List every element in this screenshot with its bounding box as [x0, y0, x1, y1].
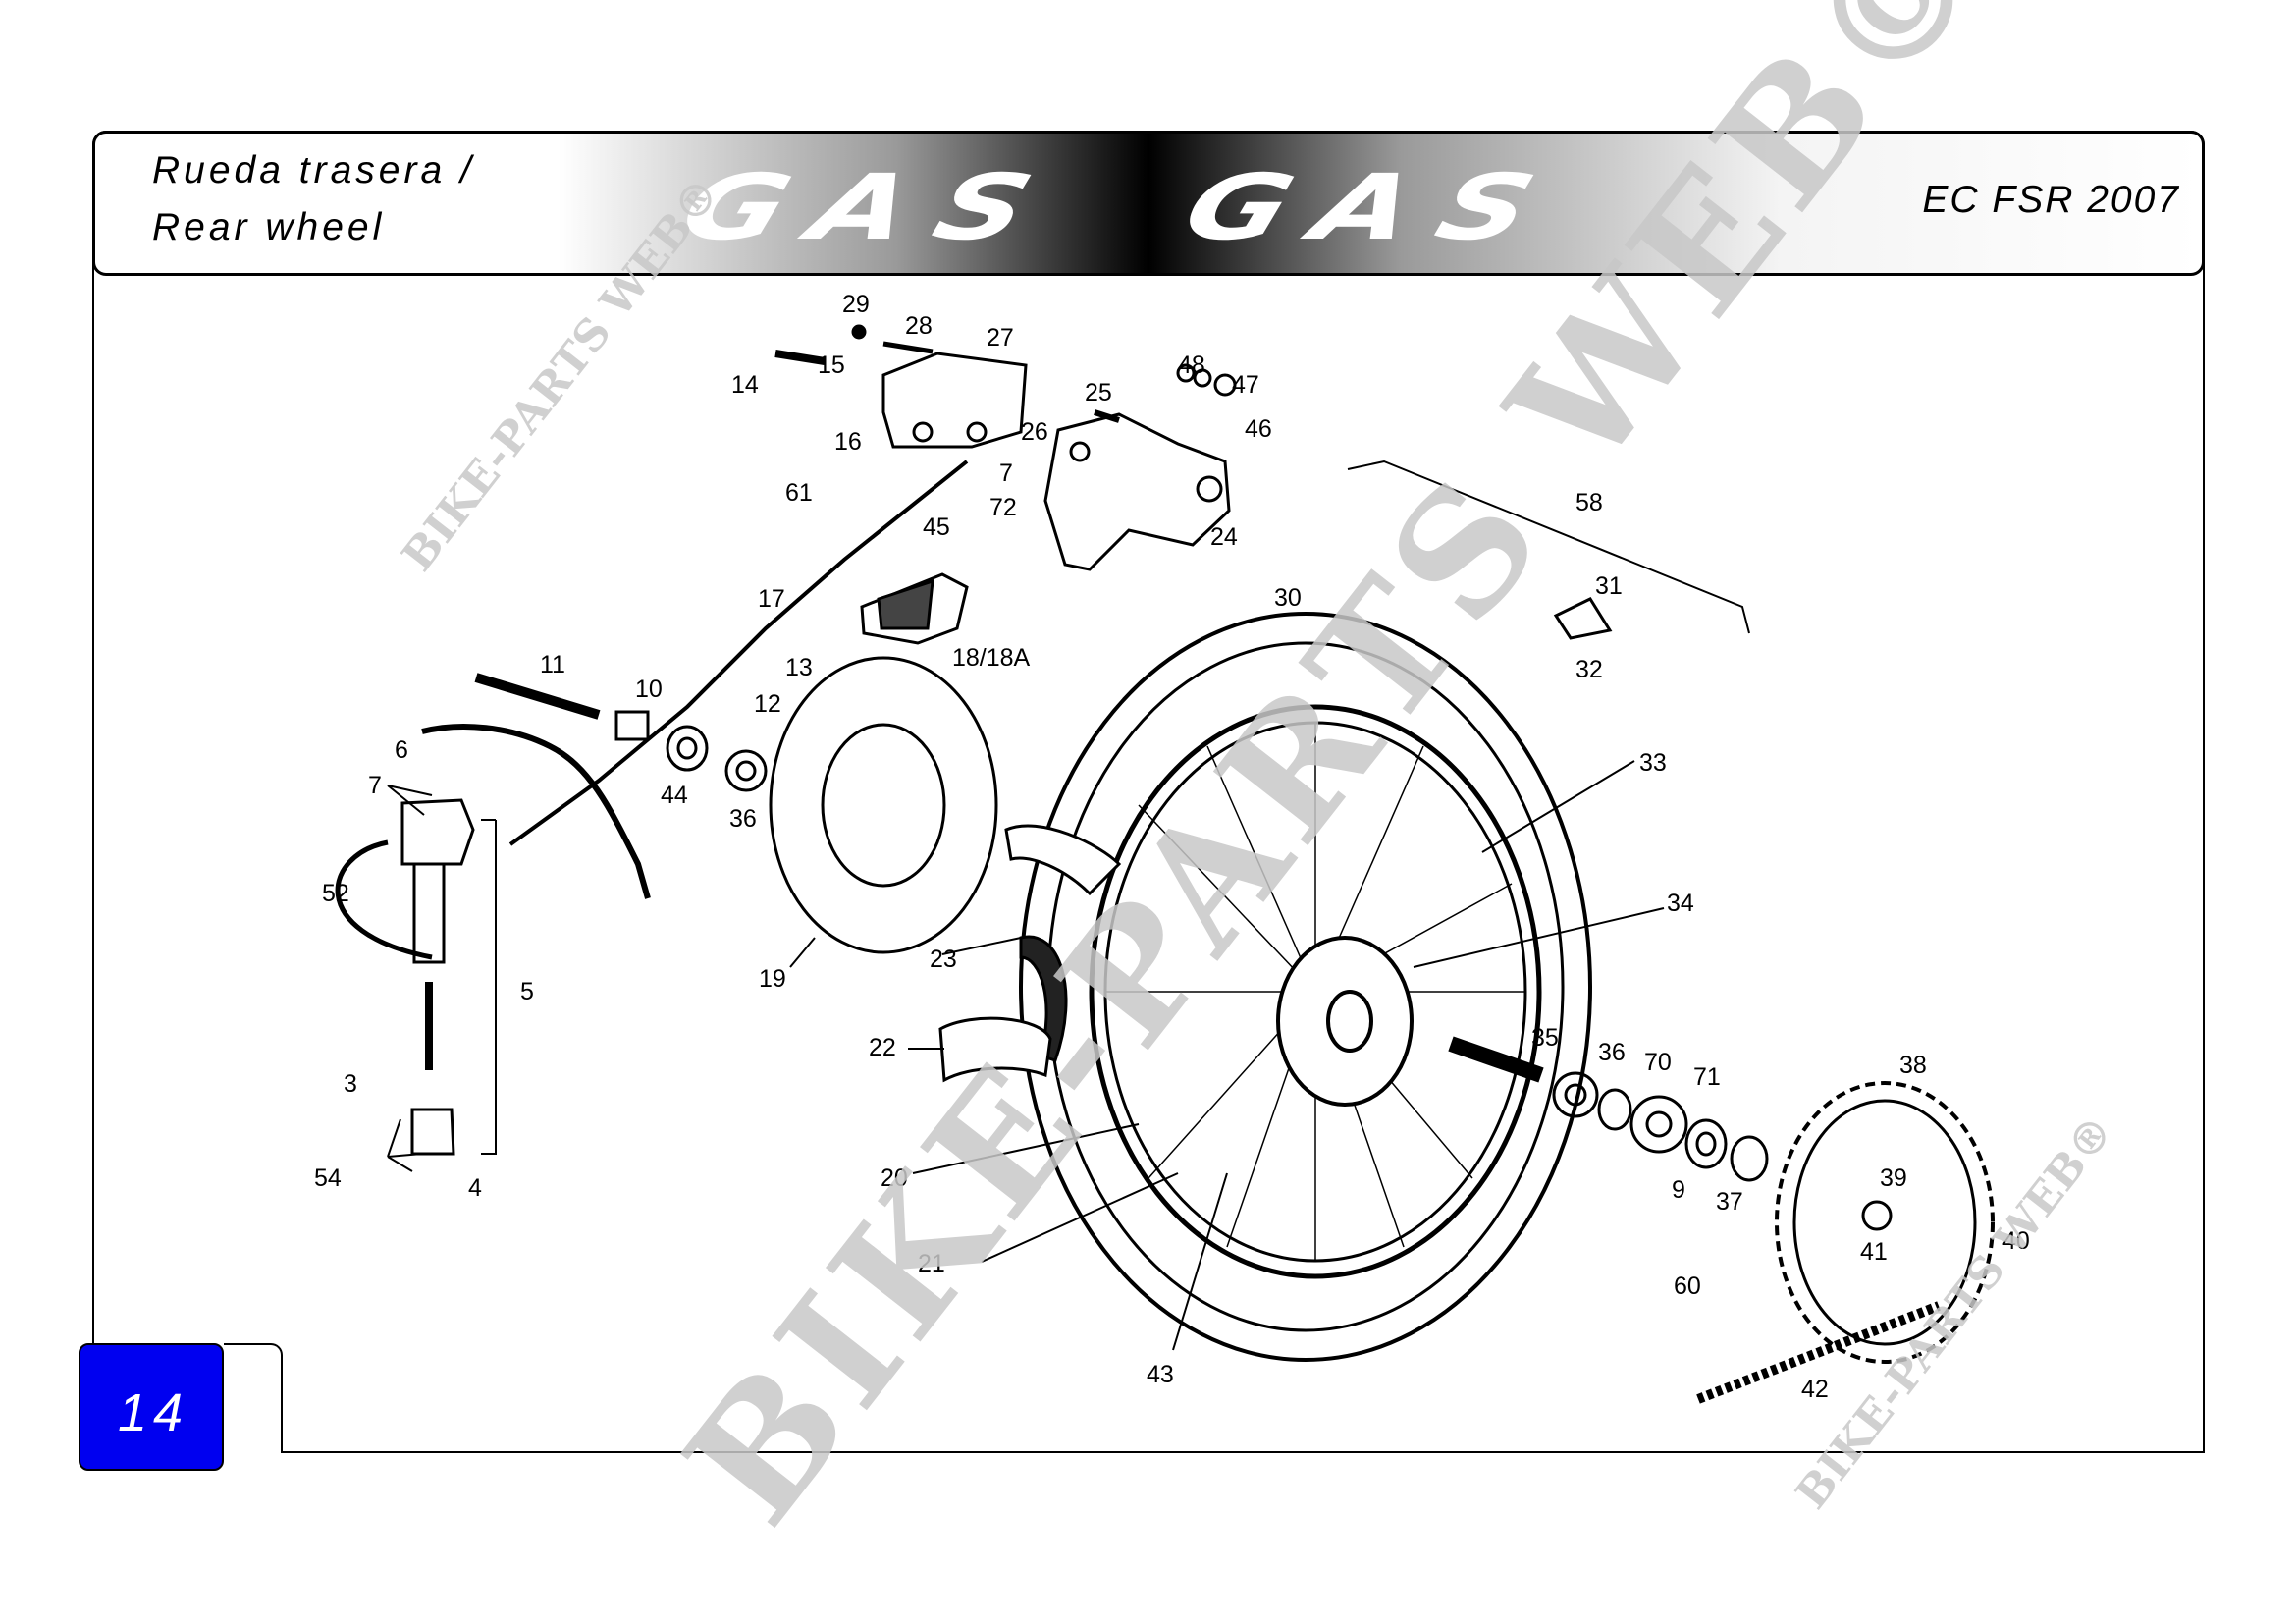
label-46: 46 — [1245, 415, 1272, 443]
label-48: 48 — [1178, 352, 1205, 379]
label-60: 60 — [1674, 1272, 1701, 1300]
part-numbers: 29 28 27 15 14 16 26 25 48 47 46 7 72 61… — [314, 291, 2030, 1403]
label-13: 13 — [785, 654, 813, 681]
label-18: 18/18A — [952, 644, 1031, 672]
label-36b: 36 — [1598, 1039, 1626, 1066]
label-7a: 7 — [999, 460, 1013, 487]
page-tab-notch — [224, 1343, 283, 1453]
label-72: 72 — [989, 494, 1017, 521]
label-42: 42 — [1801, 1376, 1829, 1403]
label-31: 31 — [1595, 572, 1623, 600]
label-7b: 7 — [368, 772, 382, 799]
header-bar: Rueda trasera / Rear wheel GAS GAS EC FS… — [92, 131, 2205, 276]
rim-tape — [938, 1016, 1052, 1083]
label-37: 37 — [1716, 1188, 1743, 1216]
label-6: 6 — [395, 736, 408, 764]
label-26: 26 — [1021, 418, 1048, 446]
label-33: 33 — [1639, 749, 1667, 777]
label-71: 71 — [1693, 1063, 1721, 1091]
label-4: 4 — [468, 1174, 482, 1202]
label-40: 40 — [2002, 1227, 2030, 1255]
caliper-bracket — [1043, 412, 1231, 571]
label-3: 3 — [344, 1070, 357, 1098]
label-10: 10 — [635, 676, 663, 703]
label-27: 27 — [987, 324, 1014, 352]
label-54: 54 — [314, 1164, 342, 1192]
label-36a: 36 — [729, 805, 757, 833]
page-number: 14 — [118, 1383, 189, 1442]
master-cylinder — [400, 798, 475, 866]
label-41: 41 — [1860, 1238, 1888, 1266]
label-12: 12 — [754, 690, 781, 718]
label-16: 16 — [834, 428, 862, 456]
label-14: 14 — [731, 371, 759, 399]
label-35: 35 — [1531, 1024, 1559, 1052]
tyre — [1019, 612, 1592, 1362]
label-39: 39 — [1880, 1164, 1907, 1192]
label-24: 24 — [1210, 523, 1238, 551]
brake-disc — [769, 656, 998, 954]
title-spanish: Rueda trasera / — [152, 149, 475, 191]
rim — [1089, 704, 1542, 1279]
label-11: 11 — [540, 651, 565, 678]
inner-tube — [1004, 824, 1122, 896]
label-28: 28 — [905, 312, 933, 340]
label-20: 20 — [881, 1164, 908, 1192]
axle — [474, 673, 601, 720]
leader-lines — [387, 760, 1665, 1351]
label-5: 5 — [520, 978, 534, 1005]
model-name: EC FSR 2007 — [1922, 179, 2180, 221]
label-32: 32 — [1575, 656, 1603, 683]
label-43: 43 — [1147, 1361, 1174, 1388]
part-drawings — [335, 324, 1995, 1404]
label-58: 58 — [1575, 489, 1603, 516]
label-19: 19 — [759, 965, 786, 993]
label-47: 47 — [1232, 371, 1259, 399]
page-number-tab: 14 — [79, 1343, 224, 1471]
label-21: 21 — [918, 1250, 945, 1277]
label-70: 70 — [1644, 1049, 1672, 1076]
label-30: 30 — [1274, 584, 1302, 612]
chain — [1696, 1301, 1941, 1404]
label-23: 23 — [930, 946, 957, 973]
label-9: 9 — [1672, 1176, 1685, 1204]
label-61: 61 — [785, 479, 813, 507]
label-38: 38 — [1899, 1052, 1927, 1079]
label-22: 22 — [869, 1034, 896, 1061]
label-44: 44 — [661, 782, 688, 809]
title-english: Rear wheel — [152, 206, 386, 248]
brake-line — [508, 460, 969, 846]
hub — [1276, 936, 1414, 1107]
label-34: 34 — [1667, 890, 1694, 917]
label-45: 45 — [923, 514, 950, 541]
brake-caliper — [881, 352, 1028, 449]
label-17: 17 — [758, 585, 785, 613]
sprocket — [1775, 1081, 1995, 1364]
label-52: 52 — [322, 880, 349, 907]
label-25: 25 — [1085, 379, 1112, 406]
label-29: 29 — [842, 291, 870, 318]
label-15: 15 — [818, 352, 845, 379]
